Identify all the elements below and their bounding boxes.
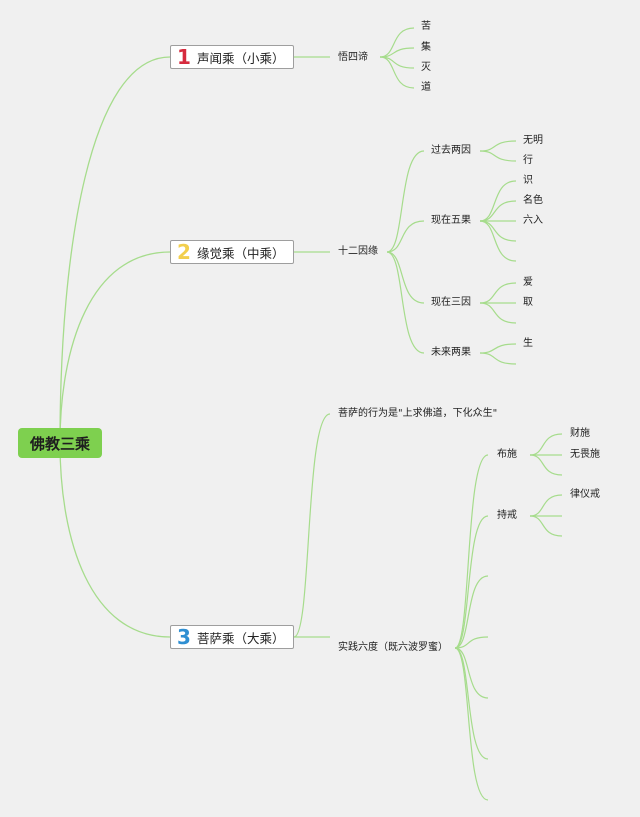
truth-item[interactable]: 灭 [421,62,431,73]
perfection-node[interactable]: 布施 [497,449,517,460]
link-item[interactable]: 生 [523,338,533,349]
connector-line [479,150,517,162]
connector-line [379,56,415,89]
link-item[interactable]: 六入 [523,215,543,226]
connector-line [454,647,489,801]
truth-item[interactable]: 苦 [421,21,431,32]
connector-line [479,282,517,304]
number-3-icon: 3 [177,625,191,649]
root-node[interactable]: 佛教三乘 [18,428,102,458]
connector-line [529,433,563,456]
connector-line [479,352,517,365]
link-item[interactable]: 取 [523,297,533,308]
vehicle-node-pratyekabuddha[interactable]: 2 缘觉乘（中乘） [170,240,294,264]
perfection-item[interactable]: 财施 [570,428,590,439]
connector-line [454,454,489,649]
connector-line [454,636,489,649]
connector-line [379,27,415,58]
connector-line [529,494,563,517]
group-node[interactable]: 现在三因 [431,297,471,308]
link-item[interactable]: 行 [523,155,533,166]
connector-line [479,343,517,354]
number-1-icon: 1 [177,45,191,69]
link-item[interactable]: 识 [523,175,533,186]
vehicle-title: 缘觉乘（中乘） [197,245,285,261]
connector-line [479,220,517,262]
connector-line [529,454,563,476]
connector-line [479,220,517,242]
perfection-node[interactable]: 持戒 [497,510,517,521]
connector-line [454,647,489,699]
vehicle-title: 菩萨乘（大乘） [197,630,285,646]
link-item[interactable]: 名色 [523,195,543,206]
bodhisattva-practice-node[interactable]: 菩萨的行为是"上求佛道，下化众生" [338,408,498,419]
four-noble-truths-node[interactable]: 悟四谛 [338,52,368,63]
connector-line [386,150,425,253]
connector-line [386,251,425,304]
number-2-icon: 2 [177,240,191,264]
vehicle-title: 声闻乘（小乘） [197,50,285,66]
connector-line [386,251,425,354]
connector-line [454,575,489,649]
truth-item[interactable]: 道 [421,82,431,93]
connector-line [454,515,489,649]
connector-line [479,302,517,324]
connector-line [293,413,331,638]
perfection-item[interactable]: 律仪戒 [570,489,600,500]
group-node[interactable]: 未来两果 [431,347,471,358]
group-node[interactable]: 过去两因 [431,145,471,156]
twelve-links-node[interactable]: 十二因缘 [338,246,378,257]
connector-line [479,200,517,222]
connector-line [454,647,489,760]
truth-item[interactable]: 集 [421,42,431,53]
connector-line [479,140,517,152]
six-perfections-node[interactable]: 实践六度（既六波罗蜜） [338,642,448,653]
perfection-item[interactable]: 无畏施 [570,449,600,460]
connector-line [386,220,425,253]
root-connector [59,442,171,638]
root-connector [59,251,171,444]
link-item[interactable]: 爱 [523,277,533,288]
link-item[interactable]: 无明 [523,135,543,146]
root-connector [59,56,171,444]
group-node[interactable]: 现在五果 [431,215,471,226]
connector-line [529,515,563,537]
vehicle-node-bodhisattva[interactable]: 3 菩萨乘（大乘） [170,625,294,649]
vehicle-node-shravaka[interactable]: 1 声闻乘（小乘） [170,45,294,69]
